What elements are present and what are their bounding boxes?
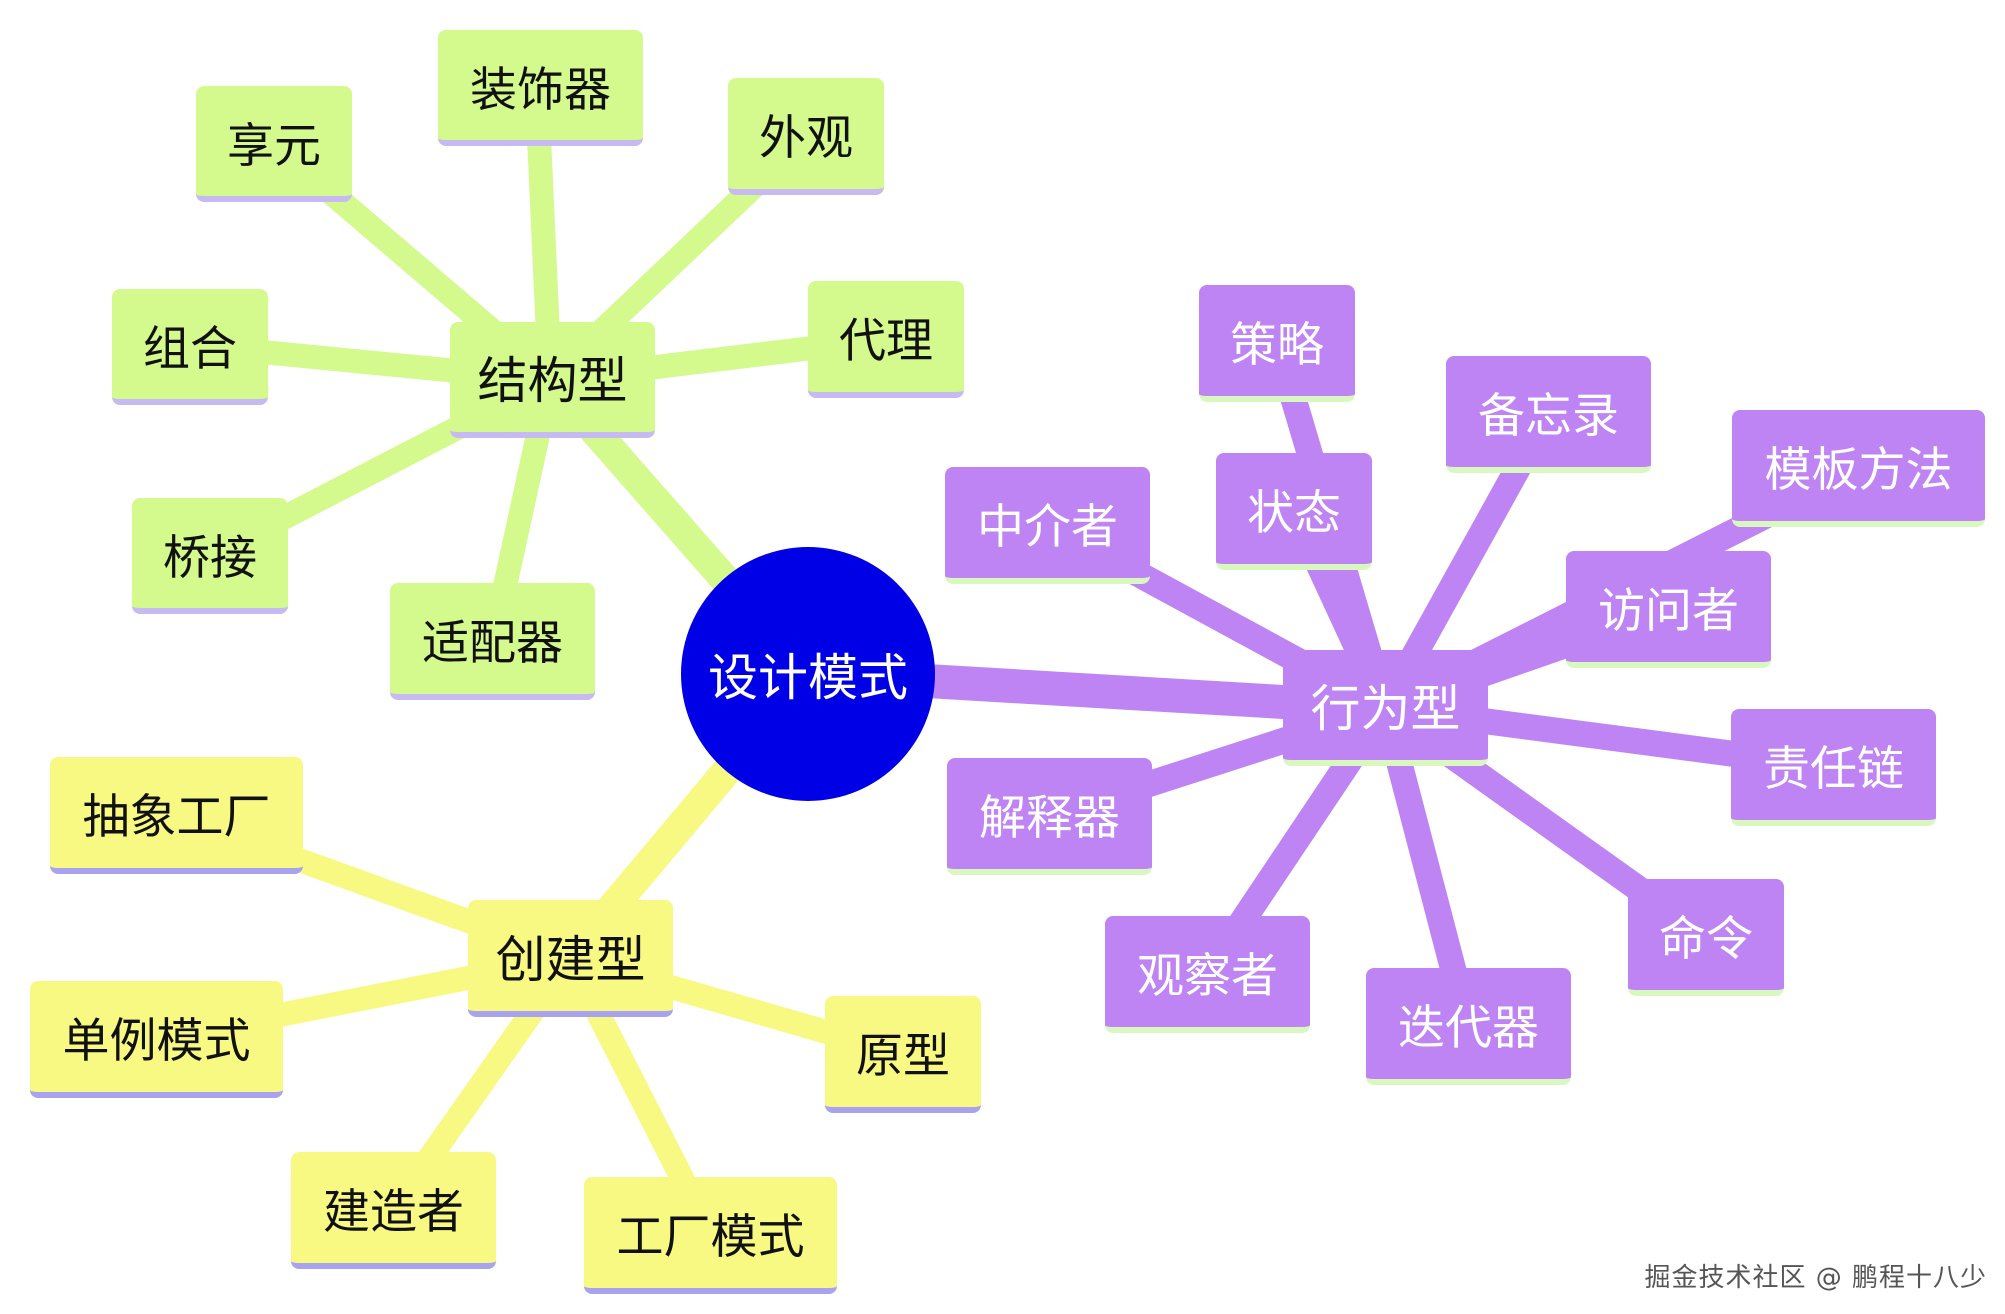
node-memento[interactable]: 备忘录	[1446, 356, 1651, 473]
branch-behavioral-label: 行为型	[1310, 680, 1461, 738]
node-composite[interactable]: 组合	[112, 289, 268, 405]
node-label: 建造者	[323, 1185, 464, 1240]
node-label: 备忘录	[1478, 389, 1619, 444]
node-decorator[interactable]: 装饰器	[438, 30, 643, 146]
branch-creational-label: 创建型	[495, 930, 646, 989]
branch-creational[interactable]: 创建型	[468, 900, 673, 1017]
node-adapter[interactable]: 适配器	[390, 583, 595, 700]
node-label: 中介者	[977, 500, 1118, 555]
node-flyweight[interactable]: 享元	[196, 86, 352, 202]
node-chain-of-responsibility[interactable]: 责任链	[1731, 709, 1936, 826]
node-proxy[interactable]: 代理	[808, 281, 964, 398]
node-label: 代理	[839, 314, 933, 369]
node-observer[interactable]: 观察者	[1105, 916, 1310, 1033]
branch-structural[interactable]: 结构型	[450, 322, 655, 438]
branch-behavioral[interactable]: 行为型	[1283, 650, 1488, 766]
node-iterator[interactable]: 迭代器	[1366, 968, 1571, 1085]
node-label: 状态	[1247, 486, 1341, 541]
node-label: 解释器	[979, 791, 1120, 846]
central-topic[interactable]: 设计模式	[681, 547, 935, 801]
node-factory-method[interactable]: 工厂模式	[584, 1177, 837, 1294]
node-label: 单例模式	[62, 1014, 251, 1069]
node-label: 命令	[1659, 912, 1753, 967]
node-interpreter[interactable]: 解释器	[947, 758, 1152, 875]
node-label: 责任链	[1763, 742, 1904, 797]
node-label: 桥接	[163, 530, 257, 586]
node-facade[interactable]: 外观	[728, 78, 884, 195]
watermark: 掘金技术社区 @ 鹏程十八少	[1644, 1263, 1987, 1293]
node-label: 享元	[227, 118, 321, 174]
node-label: 适配器	[422, 616, 563, 671]
node-abstract-factory[interactable]: 抽象工厂	[50, 757, 303, 874]
node-strategy[interactable]: 策略	[1199, 285, 1355, 402]
node-prototype[interactable]: 原型	[825, 996, 981, 1113]
node-label: 迭代器	[1398, 1001, 1539, 1056]
branch-structural-label: 结构型	[477, 352, 628, 410]
node-label: 访问者	[1598, 584, 1739, 639]
node-label: 抽象工厂	[82, 790, 271, 845]
node-label: 工厂模式	[616, 1210, 805, 1265]
node-label: 组合	[143, 321, 237, 377]
node-singleton[interactable]: 单例模式	[30, 981, 283, 1098]
central-topic-label: 设计模式	[708, 649, 908, 707]
node-label: 原型	[856, 1029, 950, 1084]
node-bridge[interactable]: 桥接	[132, 498, 288, 614]
node-label: 模板方法	[1764, 443, 1953, 498]
node-builder[interactable]: 建造者	[291, 1152, 496, 1269]
node-label: 装饰器	[470, 62, 611, 118]
node-mediator[interactable]: 中介者	[945, 467, 1150, 584]
node-label: 外观	[759, 111, 853, 166]
node-command[interactable]: 命令	[1628, 879, 1784, 996]
node-label: 策略	[1230, 318, 1324, 373]
node-template-method[interactable]: 模板方法	[1732, 410, 1985, 527]
node-visitor[interactable]: 访问者	[1566, 551, 1771, 668]
node-label: 观察者	[1137, 949, 1278, 1004]
node-state[interactable]: 状态	[1216, 453, 1372, 570]
